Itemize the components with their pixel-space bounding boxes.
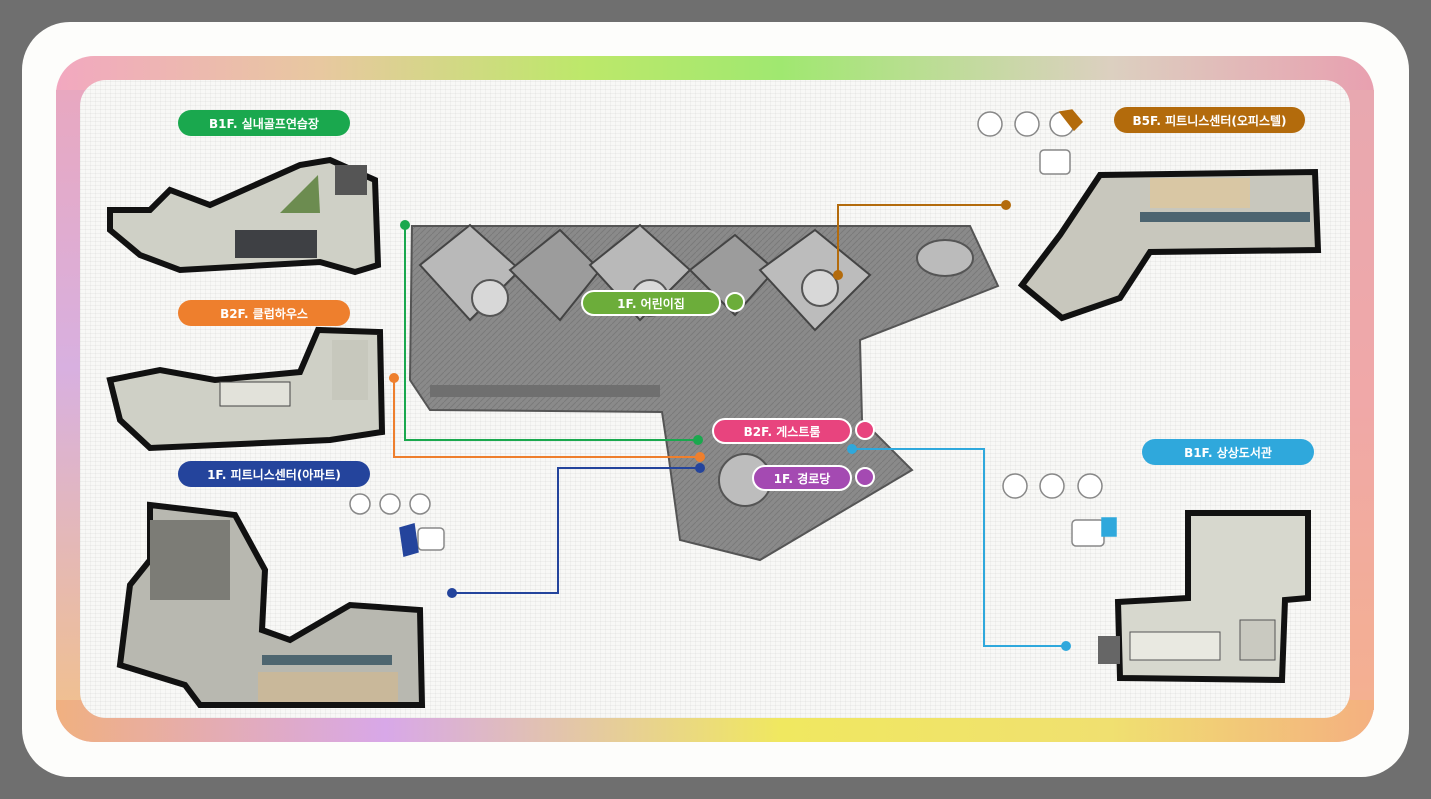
label-f1-fitness-apt[interactable]: 1F. 피트니스센터(아파트) bbox=[178, 461, 370, 487]
label-f1-daycare[interactable]: 1F. 어린이집 bbox=[581, 290, 721, 316]
label-f1-senior[interactable]: 1F. 경로당 bbox=[752, 465, 852, 491]
label-b2f-clubhouse[interactable]: B2F. 클럽하우스 bbox=[178, 300, 350, 326]
label-b1f-library[interactable]: B1F. 상상도서관 bbox=[1142, 439, 1314, 465]
key-map-library bbox=[1002, 473, 1117, 547]
connector-fitness-apt bbox=[452, 467, 700, 594]
label-b5f-fitness-office[interactable]: B5F. 피트니스센터(오피스텔) bbox=[1114, 107, 1305, 133]
f1-fitness-apt-plan bbox=[116, 501, 426, 708]
central-site-plan bbox=[408, 223, 1000, 562]
connector-golf bbox=[404, 225, 698, 441]
guestroom-marker[interactable] bbox=[855, 420, 875, 440]
daycare-marker[interactable] bbox=[725, 292, 745, 312]
key-map-b5f bbox=[977, 109, 1084, 175]
b1f-library-plan bbox=[1098, 510, 1311, 684]
b2f-clubhouse-plan bbox=[106, 326, 386, 452]
label-b1f-golf[interactable]: B1F. 실내골프연습장 bbox=[178, 110, 350, 136]
senior-center-marker[interactable] bbox=[855, 467, 875, 487]
b5f-fitness-office-plan bbox=[1017, 168, 1322, 322]
key-map-fitness-apt bbox=[349, 493, 445, 557]
label-b2f-guestroom[interactable]: B2F. 게스트룸 bbox=[712, 418, 852, 444]
connector-clubhouse bbox=[393, 378, 700, 458]
b1f-golf-plan bbox=[107, 156, 382, 276]
connector-fitness-office bbox=[837, 204, 1006, 275]
connector-library bbox=[852, 448, 1066, 647]
